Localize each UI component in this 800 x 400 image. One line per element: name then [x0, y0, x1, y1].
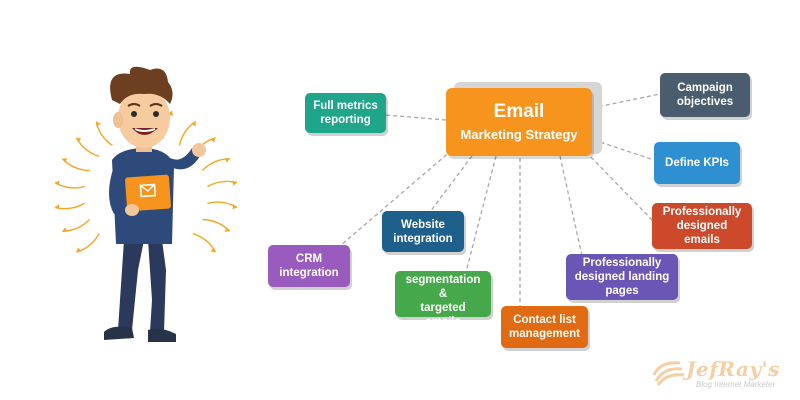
node-label: Professionally designed landing pages [574, 257, 670, 297]
jefrays-logo: JefRay's Blog Internet Marketer [650, 355, 795, 395]
logo-tagline: Blog Internet Marketer [696, 380, 776, 389]
node-label: Full metrics reporting [313, 100, 378, 126]
central-topic-title: Email [493, 100, 545, 122]
connector-crm-integration [339, 149, 453, 247]
node-label: Contact list management [509, 314, 580, 340]
node-label: List segmentation & targeted emails [405, 260, 481, 328]
central-topic-subtitle: Marketing Strategy [460, 126, 578, 142]
envelope-icon [125, 174, 171, 212]
node-professionally-designed-landing-pages: Professionally designed landing pages [566, 254, 678, 300]
node-professionally-designed-emails: Professionally designed emails [652, 203, 752, 249]
node-define-kpis: Define KPIs [654, 142, 740, 184]
node-label: Website integration [393, 218, 453, 245]
connector-define-kpis [593, 139, 655, 161]
node-crm-integration: CRM integration [268, 245, 350, 287]
node-full-metrics-reporting: Full metrics reporting [305, 93, 386, 133]
node-campaign-objectives: Campaign objectives [660, 73, 750, 117]
connector-professionally-designed-landing-pages [559, 155, 583, 257]
node-contact-list-management: Contact list management [501, 306, 588, 348]
connector-lines [339, 93, 661, 306]
node-label: Professionally designed emails [662, 206, 742, 246]
connector-campaign-objectives [591, 93, 661, 109]
cartoon-man-icon [54, 66, 238, 342]
connector-list-segmentation [465, 155, 497, 273]
central-topic-box: Email Marketing Strategy [446, 88, 592, 156]
node-list-segmentation: List segmentation & targeted emails [395, 260, 491, 328]
central-topic: Email Marketing Strategy [446, 82, 602, 158]
connector-website-integration [429, 155, 473, 213]
node-label: Define KPIs [665, 157, 729, 169]
node-website-integration: Website integration [382, 211, 464, 252]
connector-professionally-designed-emails [585, 151, 655, 223]
logo-swoosh-icon [652, 361, 685, 386]
connector-full-metrics-reporting [385, 114, 447, 121]
node-label: Campaign objectives [676, 82, 734, 108]
node-label: CRM integration [279, 253, 339, 279]
logo-name: JefRay's [686, 357, 780, 381]
